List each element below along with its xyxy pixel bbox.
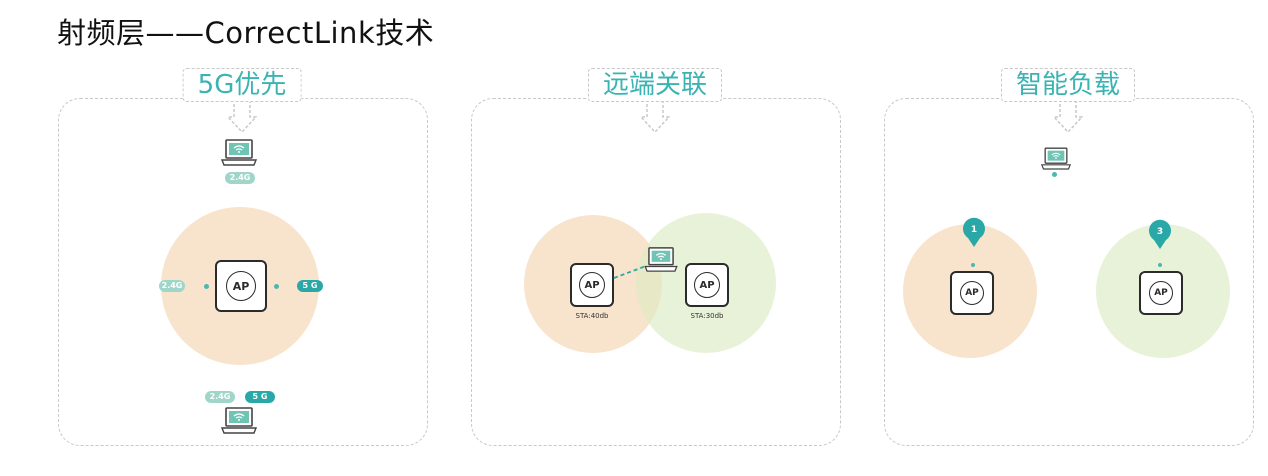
ap-icon: AP	[226, 271, 256, 301]
arrow-down-icon	[640, 99, 670, 133]
laptop-wifi-icon	[221, 139, 257, 166]
panel-5g-priority: 5G优先 2.4G AP 2.4G 5 G 2.4G 5 G	[58, 68, 428, 446]
laptop-wifi-icon	[1041, 147, 1071, 170]
panel-title: 远端关联	[587, 68, 723, 102]
client-count: 1	[971, 225, 977, 235]
signal-dot	[1158, 263, 1162, 267]
arrow-down-icon	[227, 99, 257, 133]
signal-dot	[971, 263, 975, 267]
signal-dot	[1052, 172, 1057, 177]
panel-title: 智能负载	[1000, 68, 1136, 102]
ap-icon: AP	[694, 272, 720, 298]
laptop-wifi-icon	[644, 247, 678, 272]
band-tag-2-4g: 2.4G	[225, 172, 255, 184]
signal-dot	[274, 284, 279, 289]
map-pin-icon: 3	[1149, 219, 1171, 249]
band-tag-2-4g: 2.4G	[205, 391, 235, 403]
signal-dot	[204, 284, 209, 289]
panel-smart-load: 智能负载 1 AP 3 AP	[884, 68, 1254, 446]
band-tag-2-4g: 2.4G	[159, 280, 185, 292]
ap-device: AP	[215, 260, 267, 312]
ap-device-right: AP	[685, 263, 729, 307]
panel-title: 5G优先	[182, 68, 302, 102]
sta-label-right: STA:30db	[690, 312, 724, 320]
page-title: 射频层——CorrectLink技术	[57, 16, 435, 50]
panel-remote-association: 远端关联 AP STA:40db AP STA:30db	[471, 68, 841, 446]
laptop-wifi-icon	[221, 407, 257, 434]
ap-device-left: AP	[570, 263, 614, 307]
band-tag-5g: 5 G	[245, 391, 275, 403]
ap-icon: AP	[579, 272, 605, 298]
ap-device-right: AP	[1139, 271, 1183, 315]
client-count: 3	[1157, 227, 1163, 237]
arrow-down-icon	[1053, 99, 1083, 133]
band-tag-5g: 5 G	[297, 280, 323, 292]
ap-icon: AP	[960, 281, 984, 305]
map-pin-icon: 1	[963, 217, 985, 247]
ap-device-left: AP	[950, 271, 994, 315]
sta-label-left: STA:40db	[575, 312, 609, 320]
ap-icon: AP	[1149, 281, 1173, 305]
association-link	[613, 265, 647, 279]
